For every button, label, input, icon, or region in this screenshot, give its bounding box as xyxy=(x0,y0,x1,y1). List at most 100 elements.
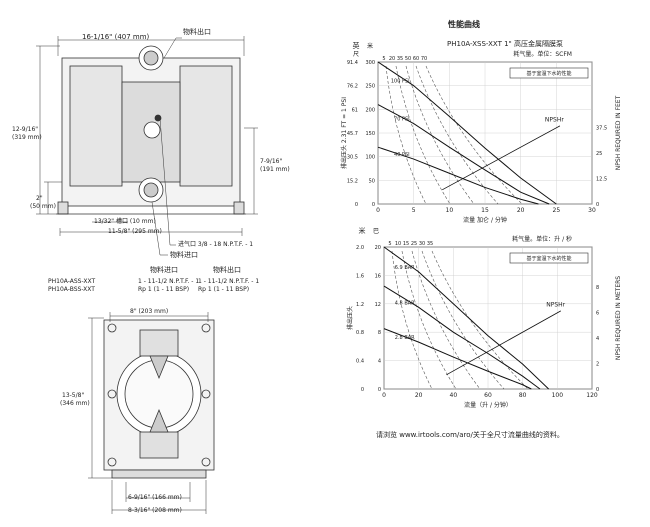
series-label: 70 PSI xyxy=(394,117,410,123)
series-label: 6.9 BAR xyxy=(395,265,415,271)
right-tick-label: 12.5 xyxy=(596,176,607,182)
series-label: 2.8 BAR xyxy=(395,335,415,341)
y-tick-label: 4 xyxy=(378,359,381,365)
series-line xyxy=(377,104,550,205)
npsh-label: NPSHr xyxy=(546,302,565,309)
air-tick-label: 35 xyxy=(427,241,433,247)
air-tick-label: 35 xyxy=(397,56,403,62)
x-tick-label: 25 xyxy=(553,207,561,214)
base-dim-b: (50 mm) xyxy=(30,203,56,210)
y-tick-label: 0 xyxy=(372,202,375,208)
right-tick-label: 4 xyxy=(596,336,599,342)
y2-tick-label: 0 xyxy=(361,387,364,393)
y-tick-label: 50 xyxy=(369,178,375,184)
npsh-line xyxy=(442,125,561,191)
unit-label-b: 尺 xyxy=(353,51,359,58)
right-tick-label: 8 xyxy=(596,285,599,291)
x-tick-label: 20 xyxy=(517,207,525,214)
air-valve xyxy=(143,121,161,139)
table-row-model: PH10A-ASS-XXT xyxy=(48,278,96,285)
y2-tick-label: 91.4 xyxy=(347,60,358,66)
x-tick-label: 10 xyxy=(446,207,454,214)
right-tick-label: 2 xyxy=(596,361,599,367)
npsh-label: NPSHr xyxy=(545,117,564,124)
air-consumption-curve xyxy=(385,65,427,205)
footer-note: 请浏览 www.irtools.com/aro/关于全尺寸流量曲线的资料。 xyxy=(376,431,564,439)
front-width-dim: 16-1/16" (407 mm) xyxy=(82,33,150,41)
right-dim-a: 7-9/16" xyxy=(260,158,283,165)
series-line xyxy=(383,246,550,390)
side-view-manifold-top xyxy=(139,329,179,357)
y2-tick-label: 2.0 xyxy=(356,245,364,251)
air-tick-label: 20 xyxy=(389,56,395,62)
air-consumption-curve xyxy=(391,250,433,390)
y-axis-label: 排出压头 2.31 FT = 1 PSI xyxy=(340,97,348,169)
series-label: 4.8 BAR xyxy=(395,300,415,306)
right-axis-label: NPSH REQUIRED IN FEET xyxy=(615,95,622,170)
air-tick-label: 25 xyxy=(411,241,417,247)
table-row-outlet: 1 - 11-1/2 N.P.T.F. - 1 xyxy=(198,278,260,285)
air-consumption-curve xyxy=(405,65,475,205)
side-view-drawing xyxy=(103,319,215,479)
air-tick-label: 15 xyxy=(403,241,409,247)
front-right-diaphragm-housing xyxy=(179,65,233,187)
series-label: 100 PSI xyxy=(391,79,410,85)
front-left-diaphragm-housing xyxy=(69,65,123,187)
chart-heading: 性能曲线 xyxy=(448,20,480,29)
right-dim-b: (191 mm) xyxy=(260,166,290,173)
side-top-dim: 8" (203 mm) xyxy=(130,308,169,315)
side-view-base xyxy=(111,469,207,479)
x-tick-label: 5 xyxy=(412,207,416,214)
y2-tick-label: 0.4 xyxy=(356,359,364,365)
legend-box xyxy=(509,252,589,264)
air-tick-label: 5 xyxy=(388,241,391,247)
x-tick-label: 100 xyxy=(552,392,564,399)
series-line xyxy=(377,146,539,205)
series-line xyxy=(383,285,541,390)
air-inlet-port xyxy=(154,114,162,122)
table-row-model: PH10A-BSS-XXT xyxy=(48,286,95,293)
x-axis-label: 流量 加仑 / 分钟 xyxy=(463,216,507,224)
air-consumption-label: 耗气量。单位：升 / 秒 xyxy=(512,235,572,243)
right-tick-label: 6 xyxy=(596,310,599,316)
right-axis-label: NPSH REQUIRED IN METERS xyxy=(615,276,622,360)
x-tick-label: 60 xyxy=(484,392,492,399)
y-tick-label: 20 xyxy=(375,245,381,251)
series-line xyxy=(377,61,557,205)
front-height-dim-a: 12-9/16" xyxy=(12,126,39,133)
inlet-label: 物料进口 xyxy=(170,251,198,259)
y-tick-label: 300 xyxy=(365,60,375,66)
air-tick-label: 10 xyxy=(395,241,401,247)
y-tick-label: 0 xyxy=(378,387,381,393)
y2-tick-label: 0 xyxy=(355,202,358,208)
unit-label-c: 米 xyxy=(367,42,373,50)
table-row-outlet: Rp 1 (1 - 11 BSP) xyxy=(198,286,250,293)
y2-tick-label: 1.6 xyxy=(356,273,364,279)
side-base-dim1: 6-9/16" (166 mm) xyxy=(128,494,182,501)
series-label: 40 PSI xyxy=(394,152,410,158)
right-tick-label: 37.5 xyxy=(596,125,607,131)
air-tick-label: 50 xyxy=(405,56,411,62)
table-col-inlet: 物料进口 xyxy=(150,266,178,274)
mount-dim: 11-5/8" (295 mm) xyxy=(108,228,162,235)
front-height-dim-b: (319 mm) xyxy=(12,134,42,141)
y-tick-label: 12 xyxy=(375,302,381,308)
base-dim-a: 2" xyxy=(36,195,43,202)
unit-label-a: 英 xyxy=(353,41,360,50)
y2-tick-label: 0.8 xyxy=(356,330,364,336)
air-consumption-curve xyxy=(401,250,457,390)
x-tick-label: 120 xyxy=(586,392,598,399)
air-consumption-curve xyxy=(431,250,529,390)
legend-box xyxy=(509,67,589,79)
front-view-drawing xyxy=(56,45,246,215)
x-tick-label: 40 xyxy=(450,392,458,399)
y-tick-label: 200 xyxy=(365,107,375,113)
x-tick-label: 0 xyxy=(376,207,380,214)
x-tick-label: 20 xyxy=(415,392,423,399)
npsh-line xyxy=(446,310,561,376)
y-tick-label: 150 xyxy=(365,131,375,137)
table-col-outlet: 物料出口 xyxy=(213,266,241,274)
outlet-label: 物料出口 xyxy=(183,28,211,36)
